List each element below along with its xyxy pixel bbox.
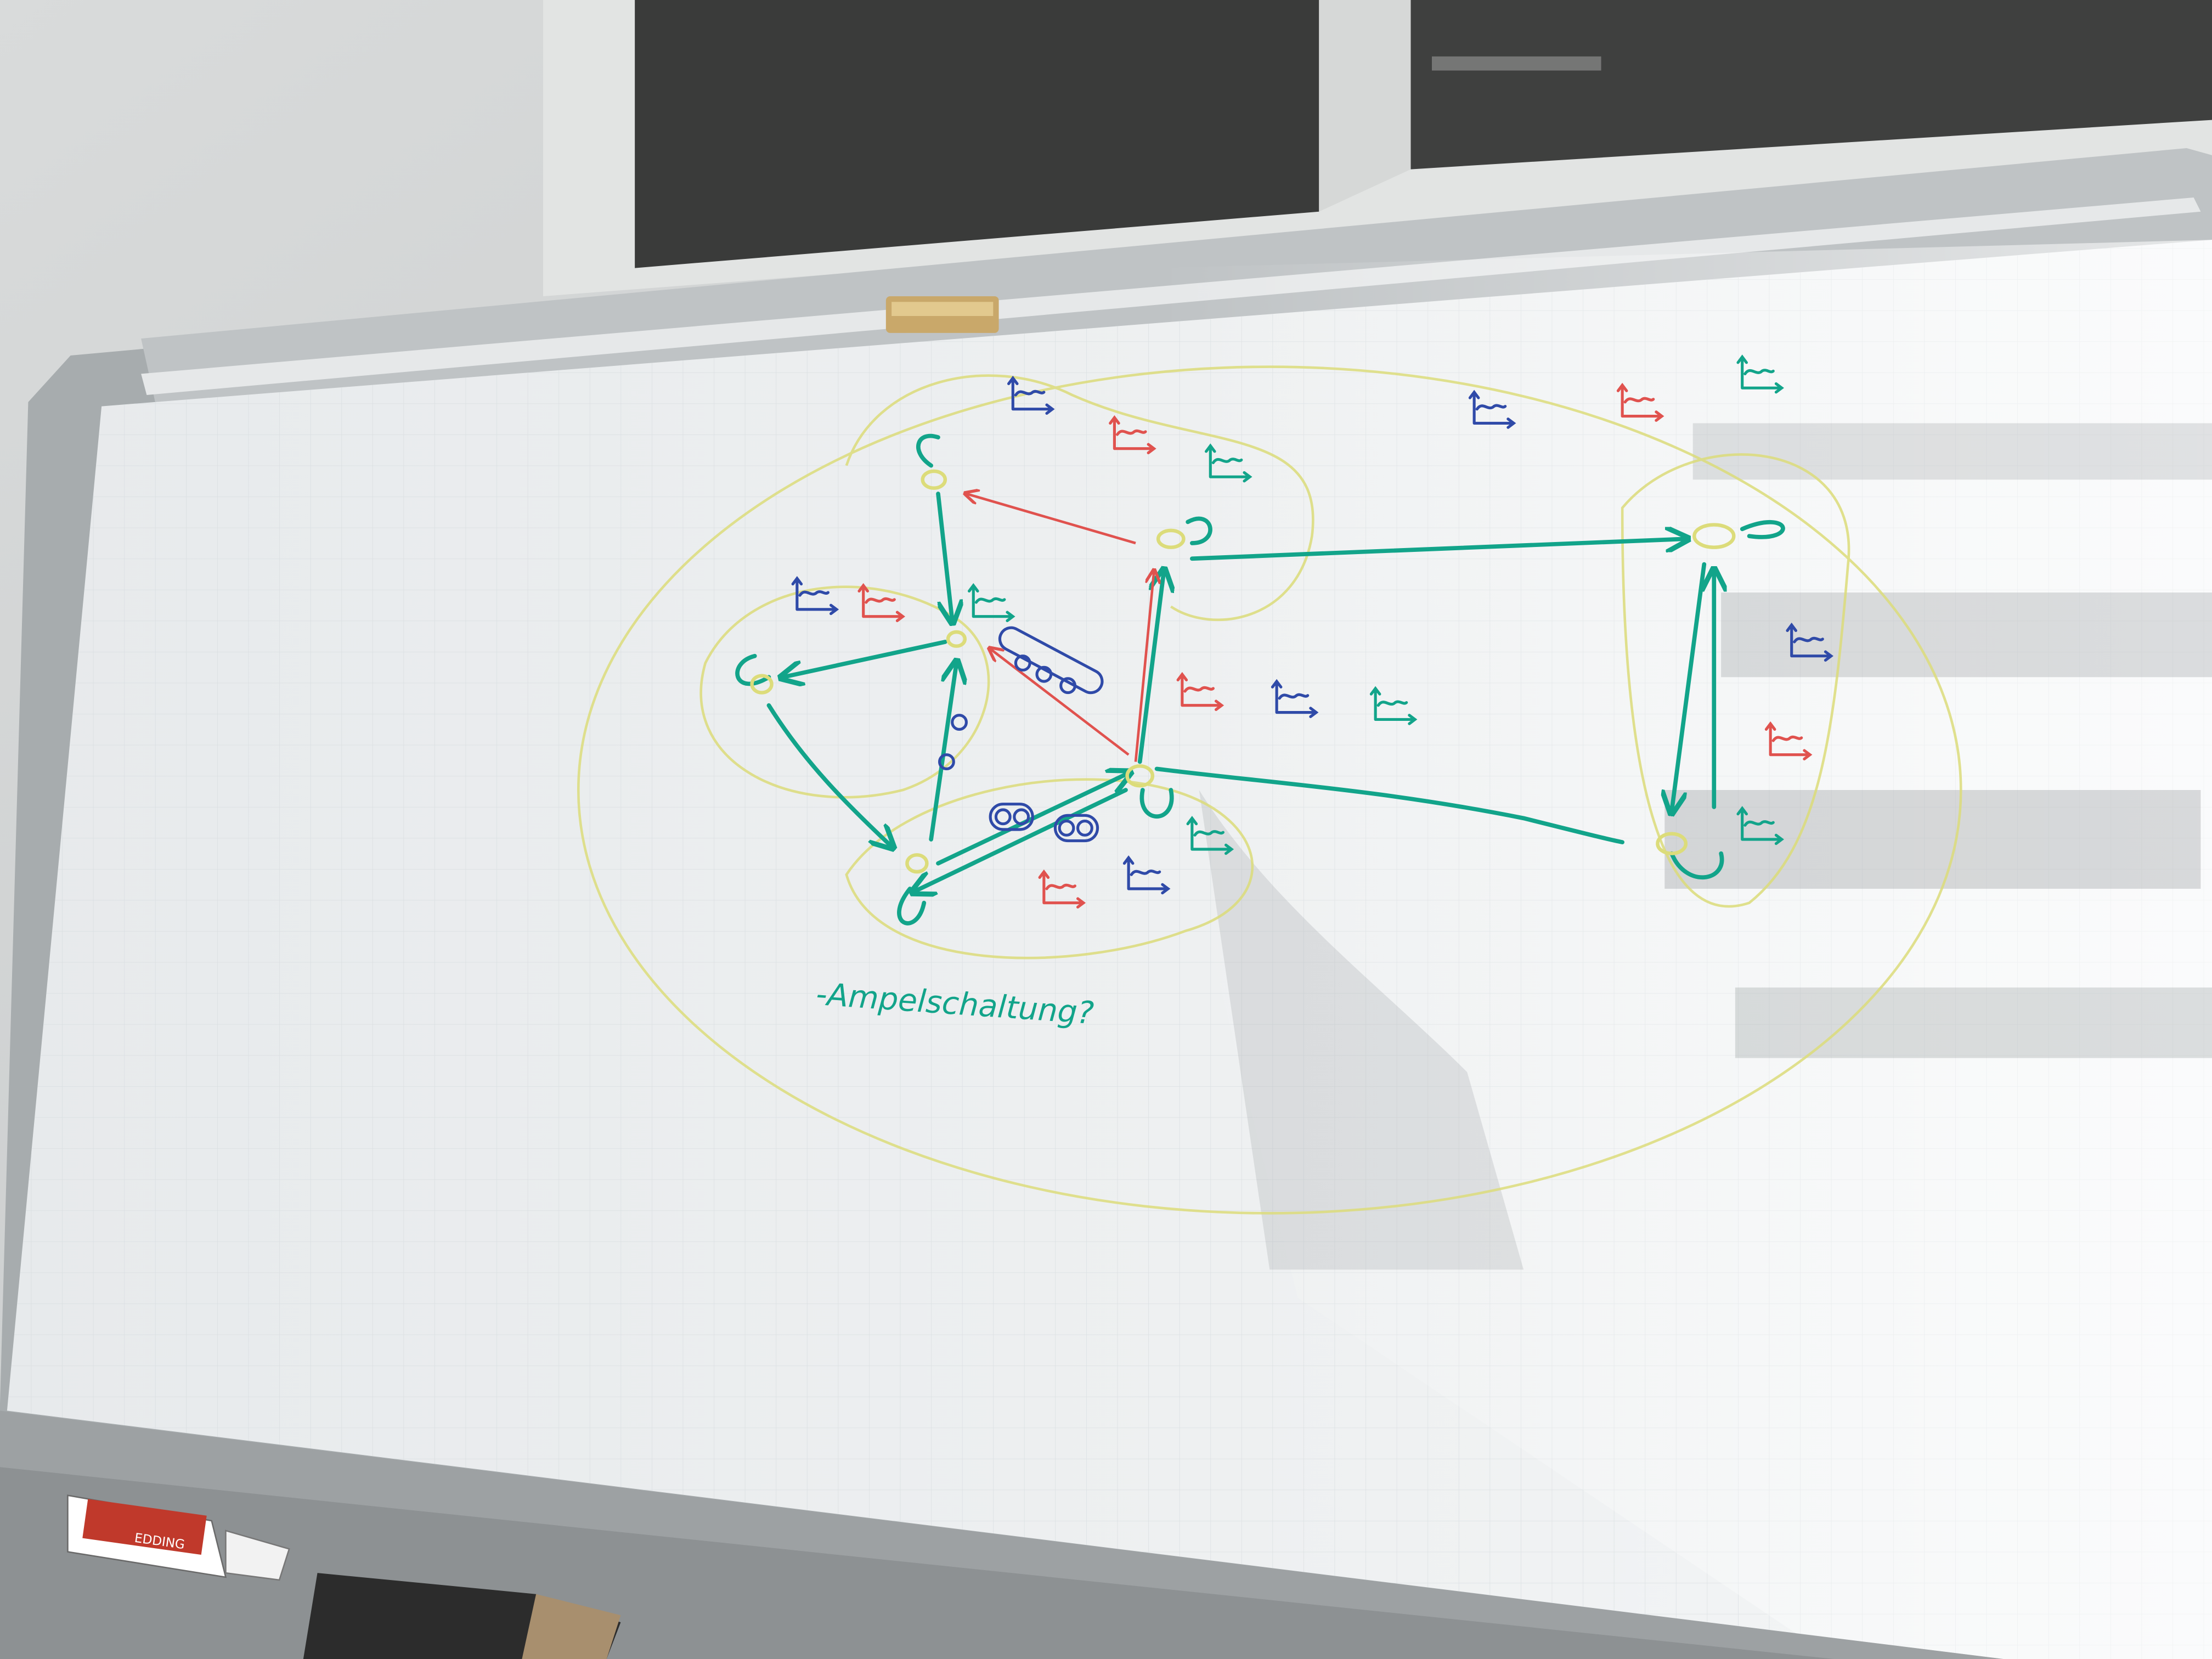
node-upper-right <box>1156 528 1186 549</box>
whiteboard-marker[interactable]: EDDING <box>67 1494 290 1581</box>
yellow-loops <box>577 365 1962 1215</box>
node-left <box>750 674 774 695</box>
reflection <box>1199 423 2212 1270</box>
board-clip <box>885 296 999 333</box>
red-edges <box>966 494 1154 762</box>
network-nodes <box>750 469 1736 874</box>
node-bottom <box>905 853 929 874</box>
node-far-top-right <box>1692 523 1736 549</box>
window <box>543 0 2212 296</box>
eraser[interactable] <box>303 1573 621 1659</box>
node-far-bottom-right <box>1656 832 1688 855</box>
node-center <box>946 630 967 648</box>
node-middle-right <box>1125 764 1155 788</box>
vehicle-markers <box>938 626 1104 843</box>
node-top <box>921 469 947 490</box>
